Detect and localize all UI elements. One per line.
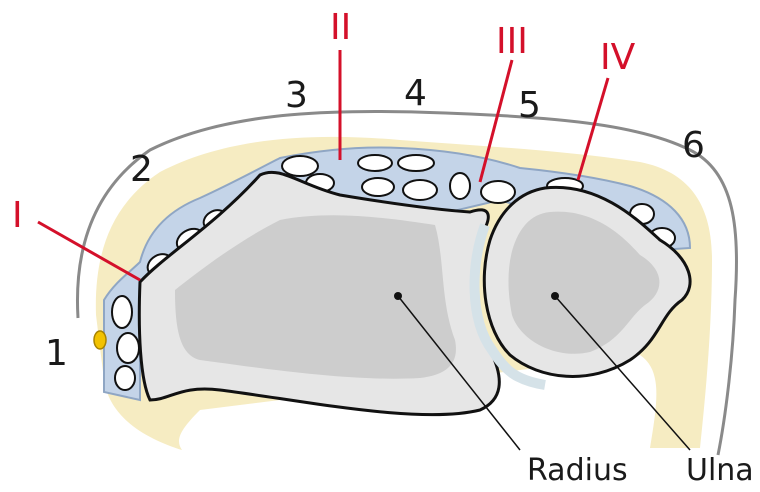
ligament-label-iii: III	[496, 24, 528, 60]
radius-label: Radius	[527, 456, 628, 486]
nerve-dot	[94, 331, 106, 349]
ligament-label-ii: II	[330, 10, 351, 46]
compartment-label-2: 2	[130, 152, 153, 188]
ligament-label-iv: IV	[600, 40, 635, 76]
compartment-label-4: 4	[404, 76, 427, 112]
ligament-label-i: I	[12, 198, 23, 234]
compartment-label-1: 1	[45, 336, 68, 372]
compartment-label-6: 6	[682, 128, 705, 164]
compartment-label-5: 5	[518, 88, 541, 124]
ulna-label: Ulna	[686, 456, 754, 486]
compartment-label-3: 3	[285, 78, 308, 114]
